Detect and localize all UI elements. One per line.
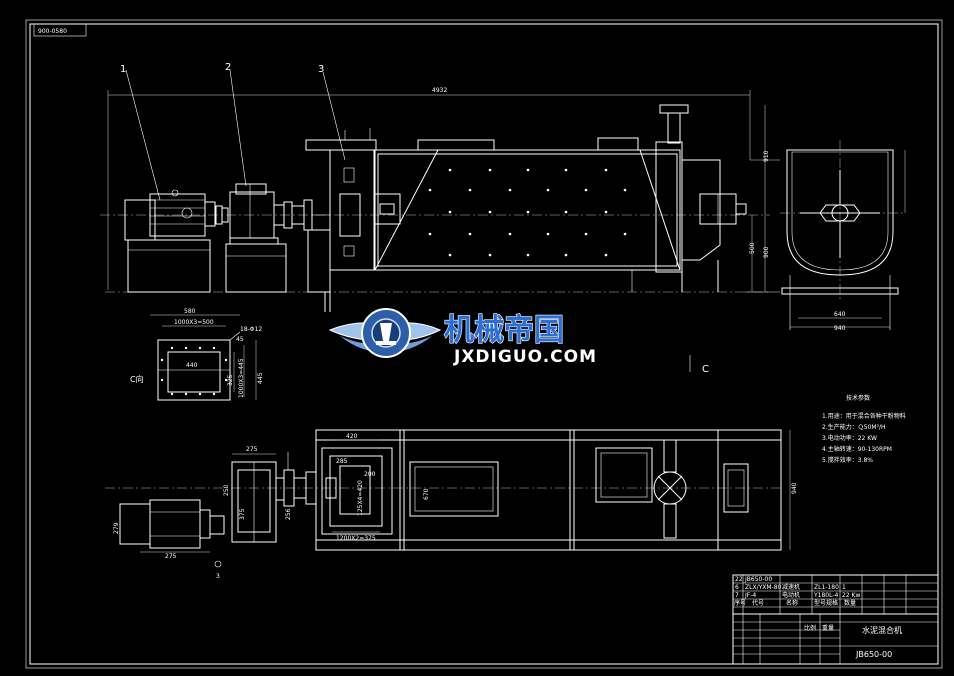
dim-d-275a: 275 — [246, 446, 258, 453]
view-label-c2: C — [702, 364, 709, 375]
watermark-en: JXDIGUO.COM — [453, 347, 597, 367]
front-view: 4932 910 500 900 1 2 3 — [100, 62, 780, 312]
dim-d-256: 256 — [285, 508, 292, 520]
part-label-1: 1 — [120, 64, 126, 75]
part-label-3b: 3 — [216, 573, 220, 580]
drawing-number: JB650-00 — [855, 650, 892, 659]
tech-note-2: 2.生产能力：Ｑ50M³/H — [822, 423, 885, 431]
dim-d-325: 325 — [227, 374, 234, 386]
tb-r2-c2: 电动机 — [782, 591, 800, 599]
tech-note-1: 1.用途：用于混合各种干粉物料 — [822, 412, 906, 420]
part-label-2: 2 — [225, 62, 231, 73]
dim-d-1000b: 1000X3=445 — [238, 358, 245, 398]
drawing-name: 水泥混合机 — [862, 625, 902, 635]
view-label-c: C向 — [130, 374, 144, 384]
dim-h-910: 910 — [763, 150, 770, 162]
dim-d-holes: 18-Φ12 — [240, 326, 262, 333]
tech-note-5: 5.搅拌效率：3.8% — [822, 456, 873, 464]
tb-r1-c0: 6 — [735, 584, 739, 591]
motor — [124, 189, 216, 241]
tb-r1-c3: ZL1-180 — [814, 584, 839, 591]
dim-d-45: 45 — [236, 336, 244, 343]
dim-d-375: 375 — [239, 508, 246, 520]
tb-r2-c0: 7 — [735, 592, 739, 599]
dim-d-445: 445 — [257, 372, 264, 384]
watermark-cn: 机械帝国 — [444, 313, 564, 348]
drawing-code-tag: 900-0580 — [38, 28, 67, 35]
tb-cell-weight: 重量 — [822, 624, 834, 632]
dim-d-580: 580 — [184, 308, 196, 315]
dim-d-1200: 1200X2=375 — [336, 535, 376, 542]
dim-d-275b: 275 — [165, 553, 177, 560]
dim-d-440: 440 — [186, 362, 198, 369]
dim-h-500: 500 — [749, 242, 756, 254]
tb-r1-c2: 减速机 — [782, 583, 800, 591]
drawing-border — [25, 19, 943, 669]
c-view-flange: 580 1000X3=500 18-Φ12 45 440 325 1000X3=… — [130, 308, 264, 401]
tb-r3-c1: 代号 — [752, 599, 764, 607]
tb-r3-c3: 型号规格 — [814, 599, 838, 607]
dim-d-200: 200 — [364, 471, 376, 478]
side-view: 640 940 — [780, 140, 906, 332]
dim-overall-length: 4932 — [432, 87, 447, 94]
tb-r3-c4: 数量 — [844, 599, 856, 607]
tech-note-3: 3.电动功率：22 KW — [822, 434, 877, 442]
tb-r3-c0: 序号 — [734, 599, 746, 607]
tb-r3-c2: 名称 — [786, 599, 798, 607]
tb-cell-scale: 比例 — [804, 624, 816, 632]
tb-r0-c0: 22 — [735, 576, 743, 583]
dim-d-420: 420 — [346, 433, 358, 440]
dim-d-940b: 940 — [791, 482, 798, 494]
dim-d-1000: 1000X3=500 — [174, 319, 214, 326]
top-view: 275 279 3 275 250 375 256 — [105, 429, 798, 580]
tb-r1-c1: ZLX/YXM-80 — [745, 584, 782, 591]
part-label-3: 3 — [318, 64, 324, 75]
tech-notes-title: 技术参数 — [846, 394, 870, 402]
dim-d-279: 279 — [113, 522, 120, 534]
mixer-trough — [305, 128, 681, 271]
dim-d-670: 670 — [423, 488, 430, 500]
tb-r1-c4: 1 — [842, 584, 846, 591]
dim-w-640: 640 — [834, 311, 846, 318]
dim-d-250: 250 — [223, 484, 230, 496]
tb-r2-c4: 22 Kw — [842, 592, 860, 599]
dim-d-125: 125X4=420 — [357, 480, 364, 516]
tb-r2-c3: Y180L-4 — [813, 592, 839, 599]
dim-h-900: 900 — [763, 246, 770, 258]
tech-note-4: 4.主轴转速：90-130RPM — [822, 445, 892, 453]
tech-notes: 技术参数 1.用途：用于混合各种干粉物料 2.生产能力：Ｑ50M³/H 3.电动… — [822, 394, 906, 464]
dim-d-285: 285 — [336, 458, 348, 465]
dim-w-940: 940 — [834, 325, 846, 332]
title-block: 22 JB650-00 6 ZLX/YXM-80 减速机 ZL1-180 1 7… — [732, 574, 939, 665]
reducer — [229, 183, 285, 245]
watermark-logo: 机械帝国 JXDIGUO.COM — [328, 308, 597, 367]
tb-r2-c1: JF-4 — [744, 592, 756, 599]
tb-r0-c1: JB650-00 — [744, 576, 772, 583]
